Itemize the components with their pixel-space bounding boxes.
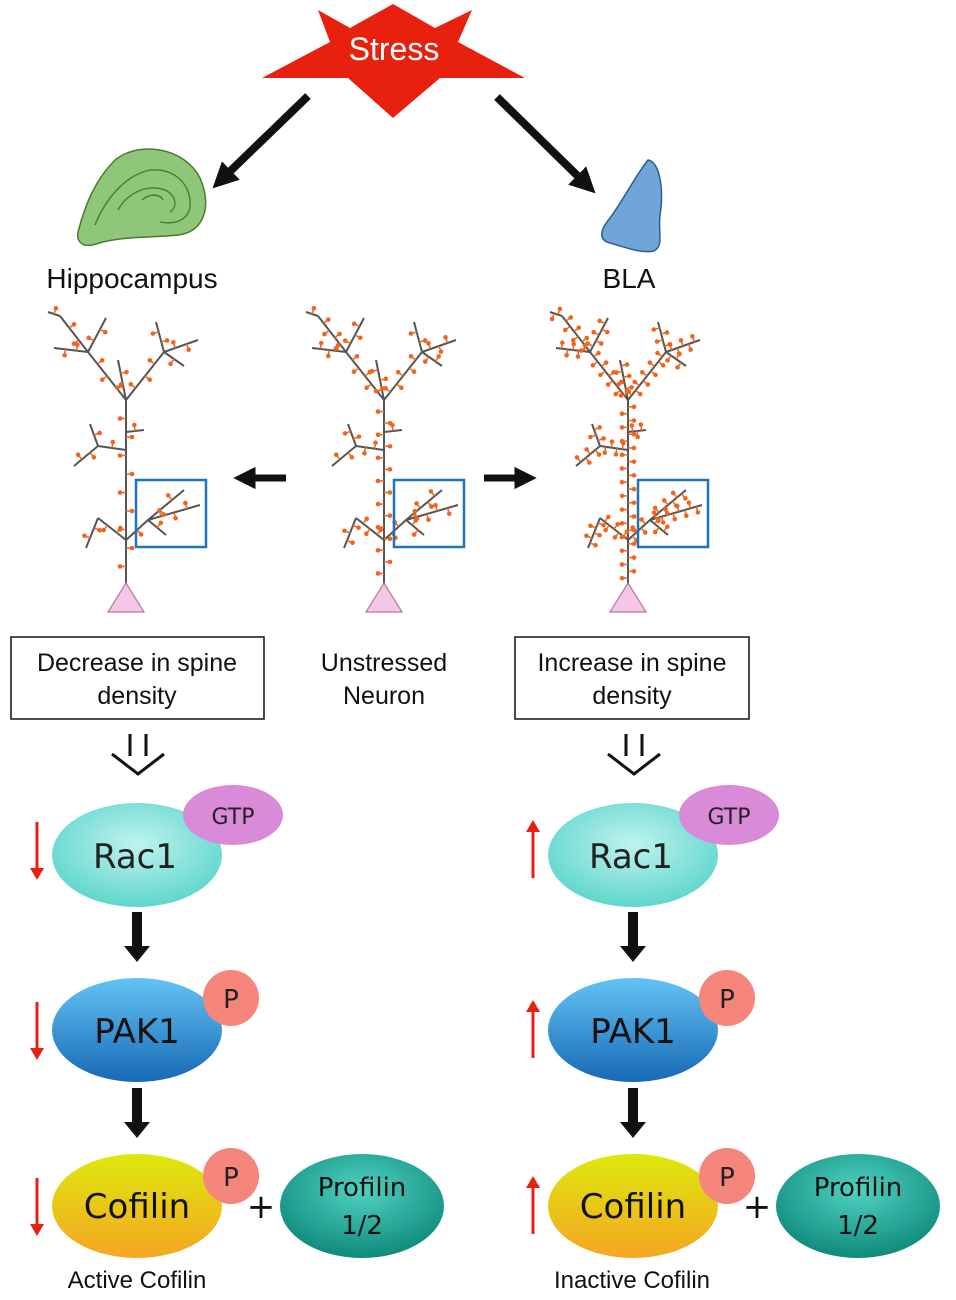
profilin-label-line1: Profilin — [318, 1173, 407, 1203]
cofilin-node — [548, 1154, 718, 1258]
cofilin-node — [52, 1154, 222, 1258]
profilin-node — [280, 1154, 444, 1258]
active-cofilin-caption: Active Cofilin — [68, 1267, 207, 1294]
stress-to-hippocampus-arrow — [212, 93, 311, 189]
pak1-phospho-label: P — [223, 985, 239, 1015]
gtp-node — [679, 785, 779, 845]
rac1-node — [548, 803, 718, 907]
profilin-label-line1: Profilin — [814, 1173, 903, 1203]
cofilin-phospho-label: P — [223, 1163, 239, 1193]
cofilin-label: Cofilin — [580, 1187, 686, 1227]
rac1-label: Rac1 — [93, 837, 177, 877]
stress-to-bla-arrow — [494, 94, 596, 194]
pak1-phospho-node — [699, 970, 755, 1026]
profilin-node — [776, 1154, 940, 1258]
plus-sign: + — [743, 1187, 772, 1227]
gtp-label: GTP — [708, 805, 751, 830]
increase-box-line1: Increase in spine — [537, 649, 726, 677]
hippocampus-icon — [76, 148, 207, 247]
neuron-unstressed — [305, 306, 466, 613]
cofilin-label: Cofilin — [84, 1187, 190, 1227]
pak1-label: PAK1 — [94, 1012, 180, 1052]
stress-burst-shape — [262, 4, 525, 118]
cofilin-phospho-node — [699, 1148, 755, 1204]
decrease-spine-density-box: Decrease in spine density — [10, 636, 265, 720]
cofilin-phospho-node — [203, 1148, 259, 1204]
decrease-box-line2: density — [97, 682, 177, 710]
increase-spine-density-box: Increase in spine density — [514, 636, 750, 720]
pak1-phospho-label: P — [719, 985, 735, 1015]
cofilin-phospho-label: P — [719, 1163, 735, 1193]
rac1-node — [52, 803, 222, 907]
rac1-label: Rac1 — [589, 837, 673, 877]
pak1-node — [548, 978, 718, 1082]
decrease-box-line1: Decrease in spine — [37, 649, 237, 677]
gtp-node — [183, 785, 283, 845]
profilin-label-line2: 1/2 — [837, 1211, 879, 1241]
neuron-bla-stressed — [549, 306, 710, 613]
gtp-label: GTP — [212, 805, 255, 830]
bla-icon — [601, 159, 663, 253]
inactive-cofilin-caption: Inactive Cofilin — [554, 1267, 710, 1294]
stress-label: Stress — [349, 31, 440, 67]
bla-label: BLA — [603, 263, 656, 294]
hippocampus-label: Hippocampus — [46, 263, 217, 294]
increase-box-line2: density — [592, 682, 672, 710]
unstressed-label-line2: Neuron — [343, 682, 425, 710]
stress-star: Stress — [262, 4, 525, 118]
unstressed-label-line1: Unstressed — [321, 649, 447, 677]
unstressed-neuron-caption: Unstressed Neuron — [321, 649, 447, 710]
plus-sign: + — [247, 1187, 276, 1227]
neuron-hippocampus-stressed — [47, 306, 208, 613]
profilin-label-line2: 1/2 — [341, 1211, 383, 1241]
pak1-label: PAK1 — [590, 1012, 676, 1052]
pak1-phospho-node — [203, 970, 259, 1026]
pak1-node — [52, 978, 222, 1082]
